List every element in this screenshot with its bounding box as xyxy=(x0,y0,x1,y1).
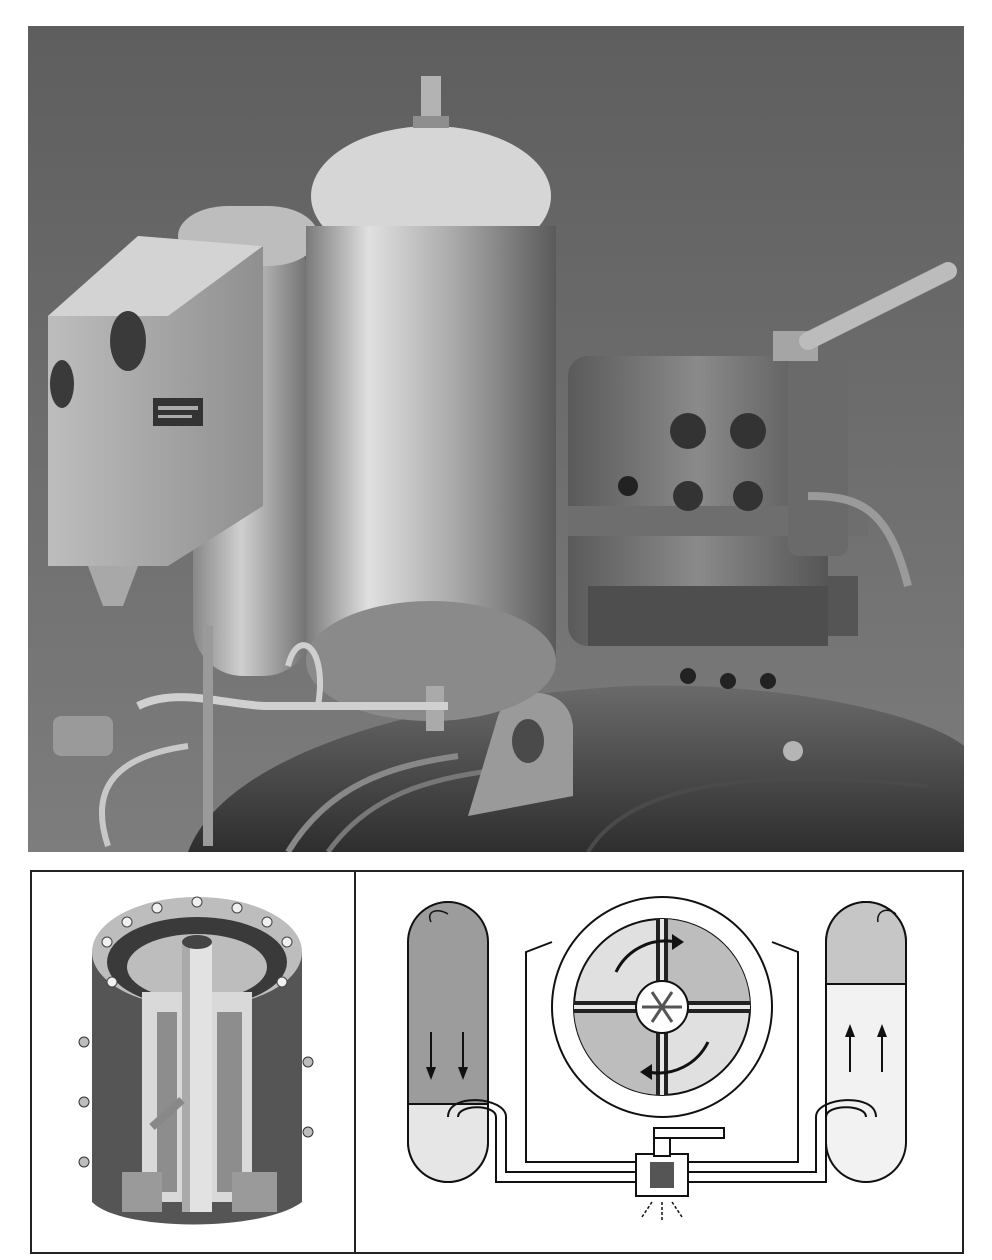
right-accumulator xyxy=(825,901,907,1183)
equipment-photo xyxy=(28,26,964,852)
down-arrow-icon xyxy=(426,1032,468,1080)
hydraulic-lines xyxy=(447,941,877,1183)
rotary-actuator-section xyxy=(551,896,773,1118)
control-valve xyxy=(635,1127,725,1220)
rotary-vane-cutaway-illustration xyxy=(78,896,314,1225)
cutaway-panel xyxy=(30,870,356,1254)
schematic-panel xyxy=(354,870,964,1254)
hydraulic-schematic xyxy=(407,896,907,1220)
up-arrow-icon xyxy=(845,1024,887,1072)
left-accumulator xyxy=(407,901,489,1183)
